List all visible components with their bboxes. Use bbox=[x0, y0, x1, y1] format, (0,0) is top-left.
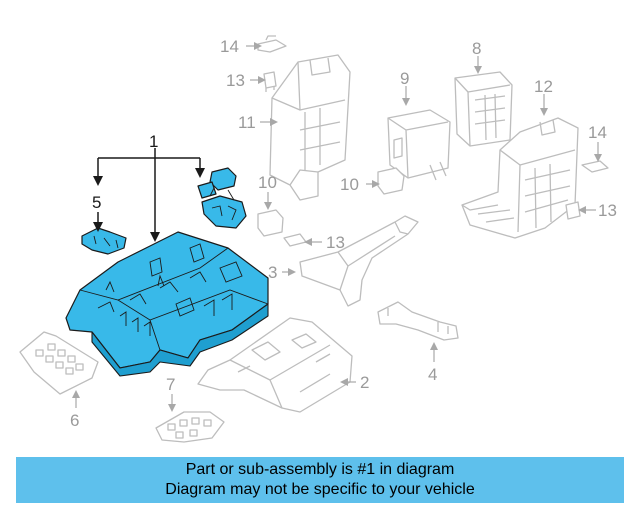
part-7-seal-mat bbox=[155, 411, 225, 443]
part-8-fuse-block bbox=[454, 71, 513, 147]
part-5-bracket-highlighted bbox=[81, 227, 127, 255]
part-10-relay-middle bbox=[377, 167, 405, 195]
part-11-relay-box bbox=[269, 54, 351, 201]
part-6-seal-mat bbox=[19, 331, 99, 395]
callout-6: 6 bbox=[70, 411, 79, 430]
callout-4: 4 bbox=[428, 365, 437, 384]
callout-10-middle: 10 bbox=[340, 175, 359, 194]
leader-lines-highlighted bbox=[93, 148, 205, 242]
callout-14-top: 14 bbox=[220, 37, 239, 56]
part-14-clip-top bbox=[257, 35, 287, 53]
part-2-base-tray bbox=[197, 317, 353, 413]
callout-8: 8 bbox=[472, 39, 481, 58]
part-3-bracket bbox=[299, 215, 419, 307]
callout-3: 3 bbox=[268, 263, 277, 282]
banner-line-disclaimer: Diagram may not be specific to your vehi… bbox=[165, 481, 475, 498]
part-1-harness-highlighted bbox=[197, 167, 247, 229]
callout-10-left: 10 bbox=[258, 173, 277, 192]
callout-labels: 1 2 3 4 5 6 7 8 9 10 10 11 12 13 13 13 1… bbox=[70, 37, 617, 430]
callout-13-top: 13 bbox=[226, 71, 245, 90]
parts-diagram: 1 2 3 4 5 6 7 8 9 10 10 11 12 13 13 13 1… bbox=[19, 35, 617, 443]
callout-11: 11 bbox=[238, 113, 256, 132]
banner-line-part-number: Part or sub-assembly is #1 in diagram bbox=[185, 461, 455, 478]
callout-9: 9 bbox=[400, 69, 409, 88]
callout-12: 12 bbox=[534, 77, 553, 96]
callout-14-right: 14 bbox=[588, 123, 607, 142]
part-10-relay-left bbox=[257, 209, 284, 237]
callout-2: 2 bbox=[360, 373, 369, 392]
callout-13-middle: 13 bbox=[326, 233, 345, 252]
part-13-clip-middle bbox=[283, 233, 307, 247]
callout-1: 1 bbox=[149, 132, 158, 151]
leader-lines bbox=[72, 42, 602, 412]
part-14-clip-right bbox=[581, 160, 609, 173]
part-4-bracket-rod bbox=[377, 301, 459, 341]
part-13-clip-right bbox=[565, 201, 581, 220]
part-1-fuse-carrier-highlighted bbox=[65, 231, 269, 377]
callout-7: 7 bbox=[166, 375, 175, 394]
info-banner: Part or sub-assembly is #1 in diagram Di… bbox=[16, 457, 624, 503]
part-13-clip-top bbox=[263, 71, 277, 92]
callout-13-right: 13 bbox=[598, 201, 617, 220]
part-12-relay-box bbox=[461, 117, 579, 239]
callout-5: 5 bbox=[92, 193, 101, 212]
part-9-module bbox=[387, 109, 451, 181]
